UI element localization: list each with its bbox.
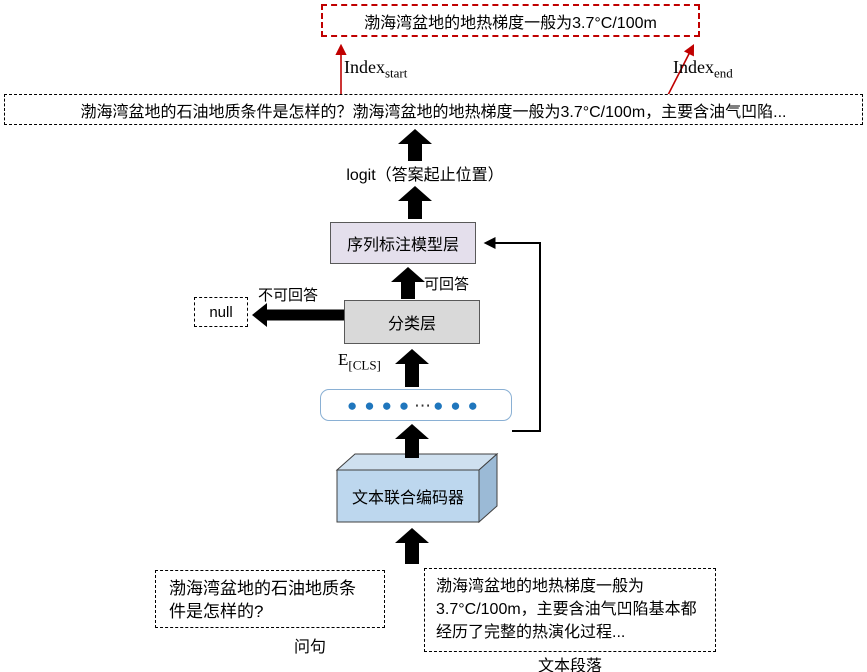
token-dots-ellipsis: ⋯	[414, 395, 432, 415]
token-dots-right: ●●●	[433, 395, 485, 415]
unanswerable-label: 不可回答	[258, 287, 319, 304]
null-output-box: null	[194, 297, 248, 327]
classifier-layer-box: 分类层	[344, 300, 480, 344]
hidden-states-connector	[483, 237, 541, 432]
index-start-base: Index	[344, 57, 385, 77]
arrow-encoder-to-tokens	[395, 424, 429, 458]
token-dots-left: ●●●●	[347, 395, 417, 415]
ecls-sub: [CLS]	[348, 357, 381, 373]
context-sequence-box: 渤海湾盆地的石油地质条件是怎样的？渤海湾盆地的地热梯度一般为3.7°C/100m…	[4, 94, 863, 125]
index-end-arrow	[667, 44, 695, 96]
passage-input-box: 渤海湾盆地的地热梯度一般为3.7°C/100m，主要含油气凹陷基本都经历了完整的…	[424, 568, 716, 652]
arrow-classifier-to-null	[252, 303, 345, 327]
passage-caption: 文本段落	[537, 658, 602, 672]
answerable-label: 可回答	[424, 276, 470, 293]
answer-span-box: 渤海湾盆地的地热梯度一般为3.7°C/100m	[321, 4, 700, 37]
arrow-inputs-to-encoder	[395, 528, 429, 564]
index-end-base: Index	[673, 57, 714, 77]
arrow-seqlayer-to-logit	[398, 186, 432, 219]
question-caption: 问句	[293, 639, 326, 656]
logit-label: logit（答案起止位置）	[346, 167, 504, 184]
sequence-labeling-layer-box: 序列标注模型层	[330, 222, 476, 264]
ecls-base: E	[338, 350, 349, 369]
index-start-sub: start	[384, 65, 408, 81]
encoder-front-face	[336, 469, 480, 523]
index-end-label: Indexend	[673, 57, 733, 82]
arrow-tokens-to-classifier	[395, 349, 429, 387]
index-start-label: Indexstart	[344, 57, 407, 82]
arrow-classifier-to-seqlayer	[391, 267, 425, 299]
ecls-label: E[CLS]	[338, 350, 381, 373]
index-end-sub: end	[713, 65, 733, 81]
arrow-logit-to-context	[398, 129, 432, 161]
text-joint-encoder-label: 文本联合编码器	[351, 490, 464, 507]
token-embeddings-box: ●●●● ⋯ ●●●	[320, 389, 512, 421]
question-input-box: 渤海湾盆地的石油地质条件是怎样的?	[155, 570, 385, 628]
